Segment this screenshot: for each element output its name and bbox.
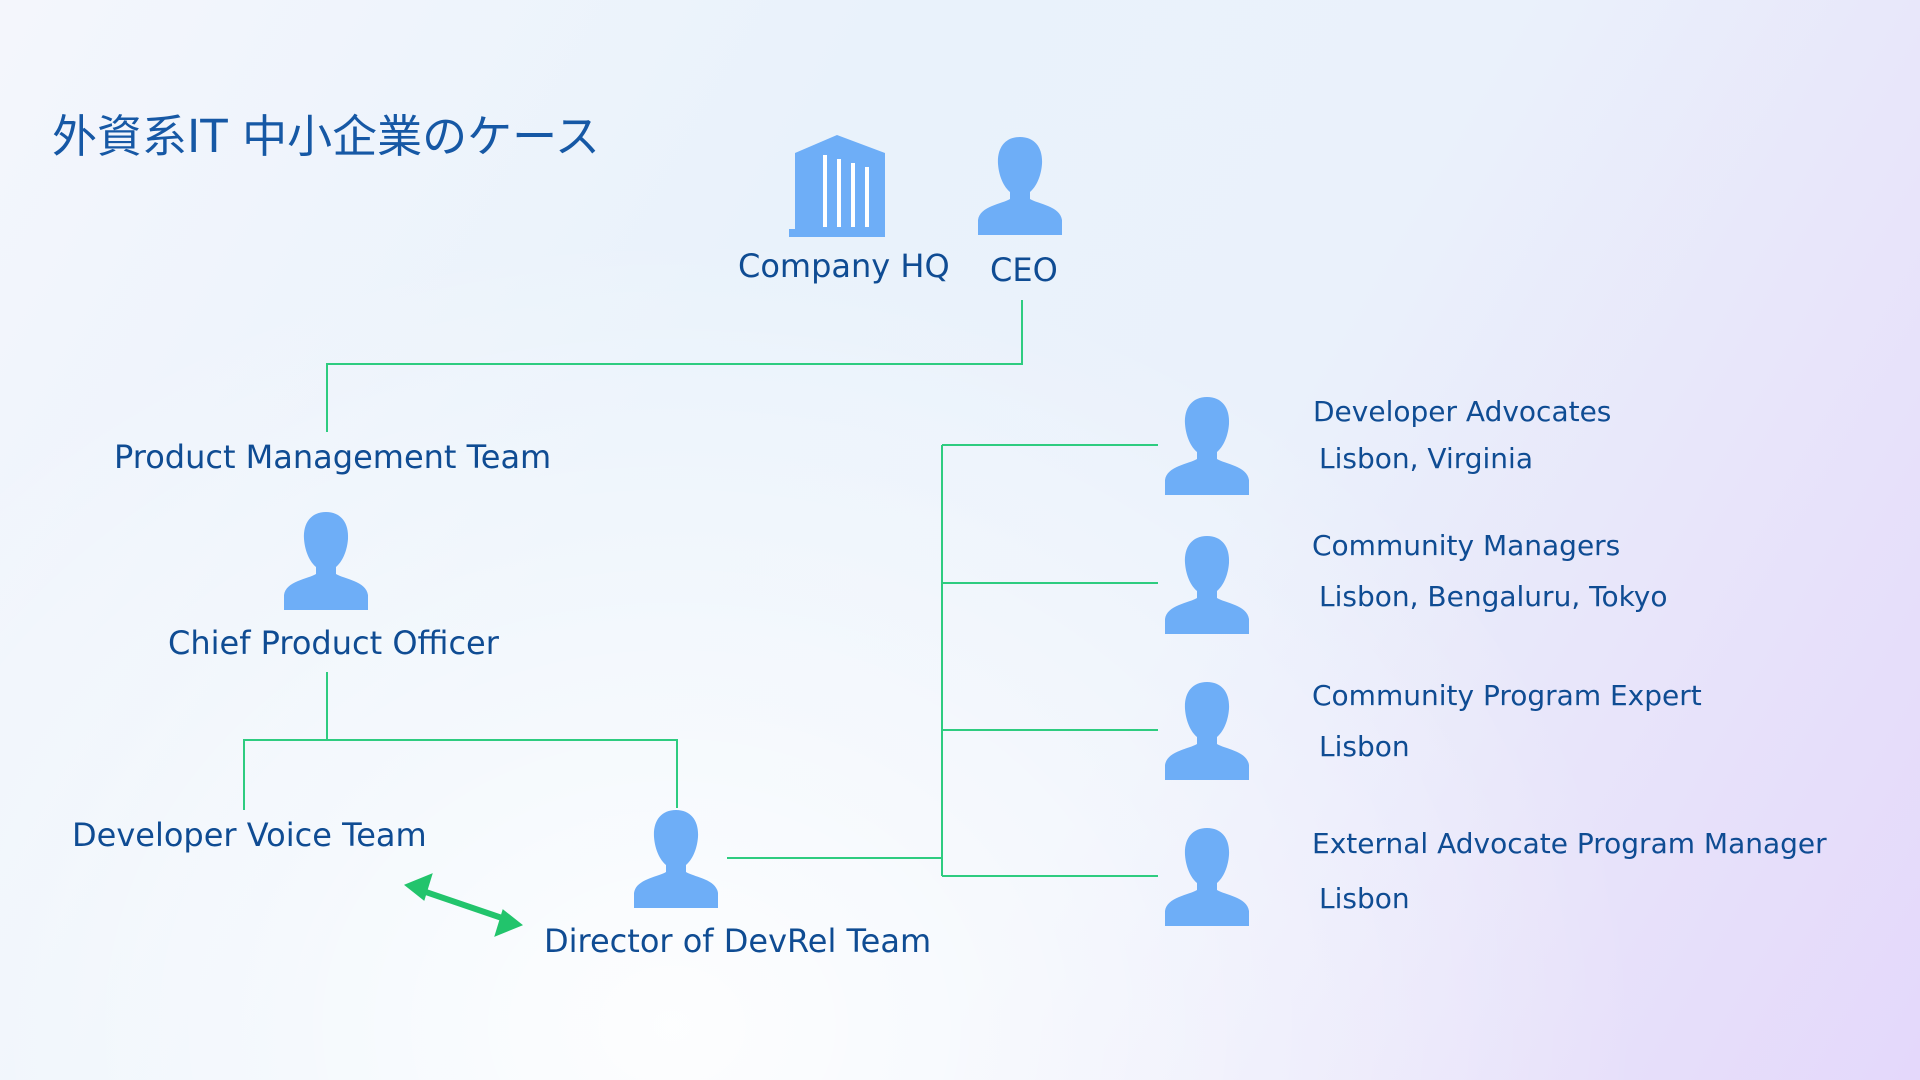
building-icon (785, 135, 889, 237)
community-program-expert-role: Community Program Expert (1312, 679, 1702, 712)
person-icon (1165, 679, 1249, 781)
developer-advocates-location: Lisbon, Virginia (1319, 442, 1533, 475)
person-icon (1165, 825, 1249, 927)
community-managers-role: Community Managers (1312, 529, 1621, 562)
director-devrel-team-label: Director of DevRel Team (544, 922, 932, 960)
chief-product-officer-label: Chief Product Officer (168, 624, 499, 662)
ceo-label: CEO (990, 251, 1058, 289)
community-managers-location: Lisbon, Bengaluru, Tokyo (1319, 580, 1668, 613)
page-title: 外資系IT 中小企業のケース (52, 110, 600, 163)
person-icon (634, 807, 718, 909)
community-program-expert-location: Lisbon (1319, 730, 1410, 763)
company-hq-label: Company HQ (738, 247, 950, 285)
connector-cpo-to-director (327, 739, 678, 808)
product-management-team-label: Product Management Team (114, 438, 552, 476)
developer-advocates-role: Developer Advocates (1313, 395, 1612, 428)
external-advocate-pm-role: External Advocate Program Manager (1312, 827, 1827, 860)
external-advocate-pm-location: Lisbon (1319, 882, 1410, 915)
person-icon (1165, 394, 1249, 496)
person-icon (978, 134, 1062, 236)
person-icon (284, 509, 368, 611)
developer-voice-team-label: Developer Voice Team (72, 816, 427, 854)
person-icon (1165, 533, 1249, 635)
connector-ceo-to-product-management (326, 300, 1023, 432)
connector-cpo-to-developer-voice (243, 739, 327, 810)
double-arrow-icon (404, 873, 523, 937)
